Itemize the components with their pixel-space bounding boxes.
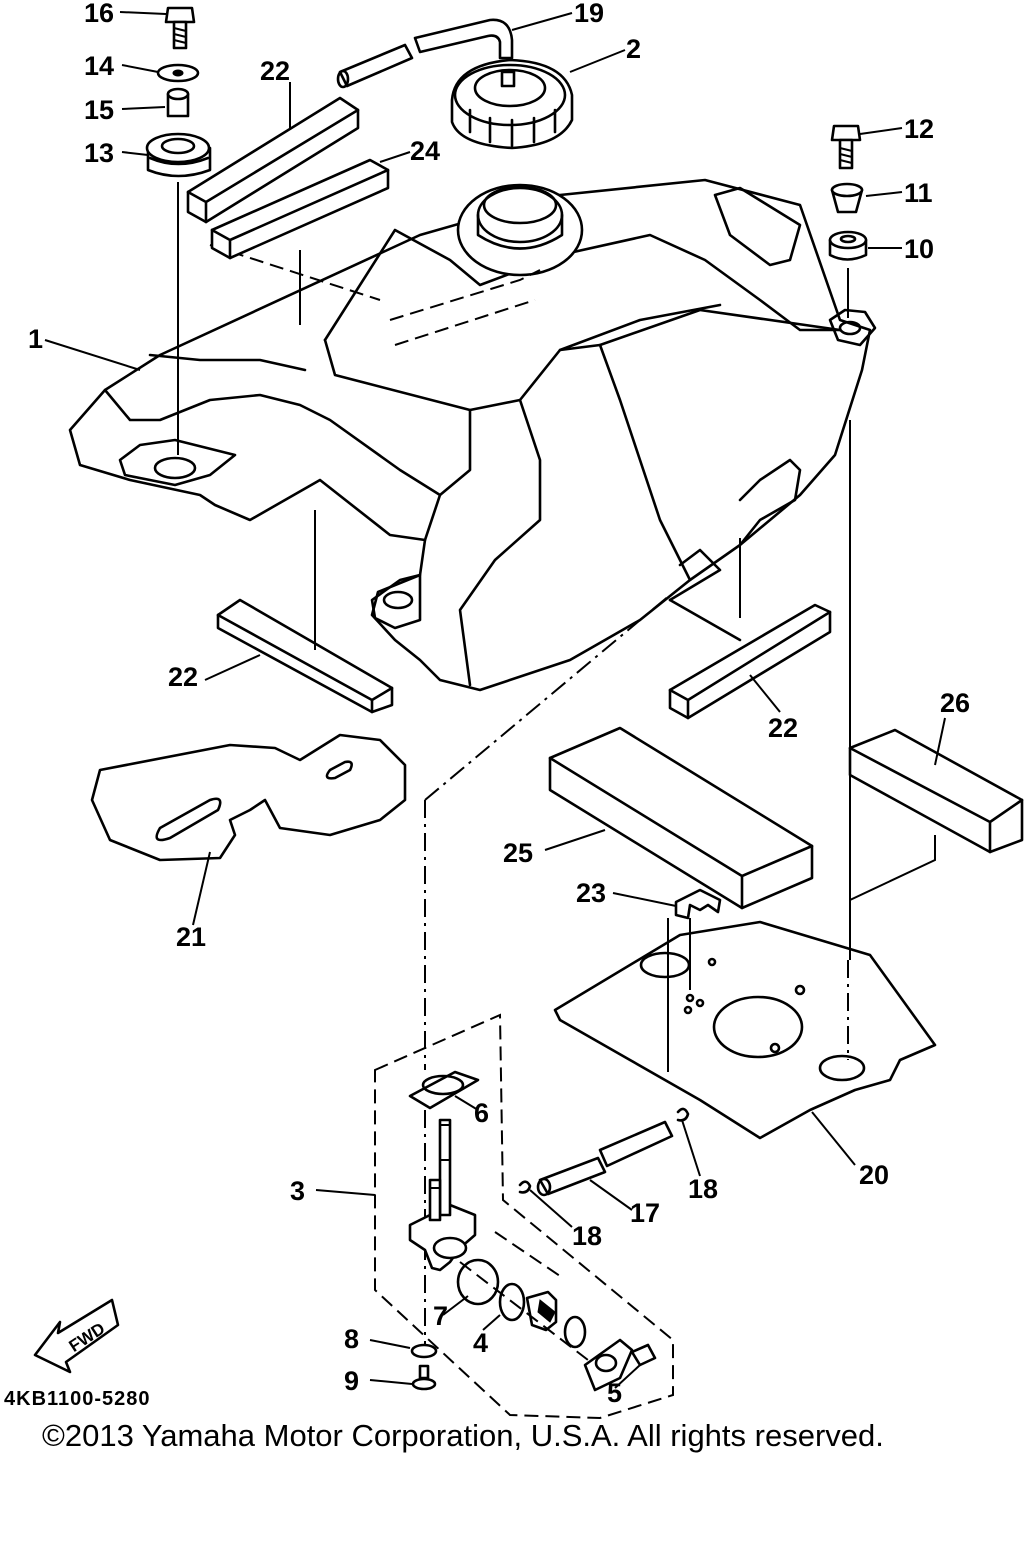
callout-22-top: 22 xyxy=(260,56,290,86)
callout-22-right: 22 xyxy=(768,713,798,743)
callout-24: 24 xyxy=(410,136,440,166)
callout-6: 6 xyxy=(474,1098,489,1128)
callout-22-left: 22 xyxy=(168,662,198,692)
tank-plate-20 xyxy=(553,420,937,1140)
callout-21: 21 xyxy=(176,922,206,952)
fuel-cock-assembly xyxy=(374,800,674,1420)
callout-4: 4 xyxy=(473,1328,488,1358)
callout-12: 12 xyxy=(904,114,934,144)
breather-hose xyxy=(336,18,514,89)
callout-16: 16 xyxy=(84,0,114,28)
callout-11: 11 xyxy=(904,178,933,208)
clip-23 xyxy=(674,888,722,990)
callout-25: 25 xyxy=(503,838,533,868)
fuel-hose xyxy=(518,1107,690,1197)
callout-18-left: 18 xyxy=(572,1221,602,1251)
callout-23: 23 xyxy=(576,878,606,908)
right-mount-hardware xyxy=(828,124,868,318)
callout-15: 15 xyxy=(84,95,114,125)
callout-19: 19 xyxy=(574,0,604,28)
callout-10: 10 xyxy=(904,234,934,264)
callout-5: 5 xyxy=(607,1378,622,1408)
callout-7: 7 xyxy=(433,1301,448,1331)
callout-14: 14 xyxy=(84,51,114,81)
damper-pads xyxy=(186,96,1024,960)
tank-to-cock-line xyxy=(424,594,671,801)
callout-8: 8 xyxy=(344,1324,359,1354)
fwd-arrow-icon: FWD xyxy=(33,1298,120,1374)
callout-labels: 16 14 15 13 22 24 19 2 12 11 10 1 22 22 … xyxy=(28,0,970,1408)
leader-lines xyxy=(44,11,946,1389)
copyright-notice: ©2013 Yamaha Motor Corporation, U.S.A. A… xyxy=(42,1418,884,1453)
fuel-cap xyxy=(450,58,574,150)
callout-3: 3 xyxy=(290,1176,305,1206)
callout-13: 13 xyxy=(84,138,114,168)
callout-20: 20 xyxy=(859,1160,889,1190)
left-mount-hardware xyxy=(145,6,212,455)
callout-1: 1 xyxy=(28,324,43,354)
callout-18-right: 18 xyxy=(688,1174,718,1204)
callout-26: 26 xyxy=(940,688,970,718)
callout-2: 2 xyxy=(626,34,641,64)
callout-17: 17 xyxy=(630,1198,660,1228)
tank-plate-21 xyxy=(90,733,407,862)
callout-9: 9 xyxy=(344,1366,359,1396)
fuel-tank xyxy=(68,178,877,692)
reference-code: 4KB1100-5280 xyxy=(4,1388,151,1410)
